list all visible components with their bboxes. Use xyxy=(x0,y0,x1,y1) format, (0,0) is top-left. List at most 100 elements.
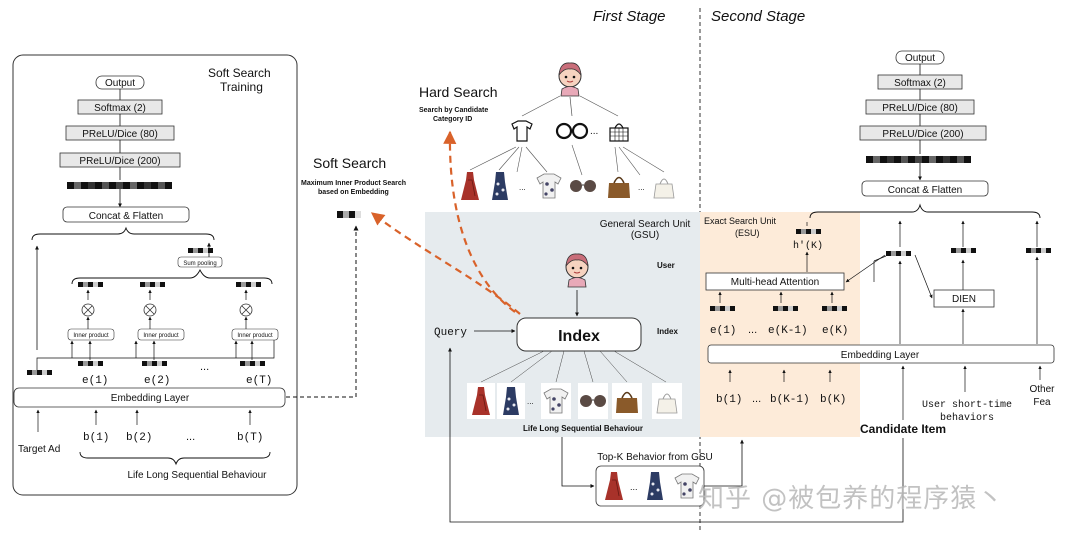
user-short-label-2: behaviors xyxy=(940,412,994,424)
tree-item-sunglasses xyxy=(569,179,597,193)
left-output-label: Output xyxy=(105,78,135,89)
left-eT-label: e(T) xyxy=(246,375,272,387)
esu-eK1-label: e(K-1) xyxy=(768,325,808,337)
left-prelu200-label: PReLU/Dice (200) xyxy=(79,156,160,167)
right-embedding-layer xyxy=(707,344,1055,364)
left-e1-label: e(1) xyxy=(82,375,108,387)
other-fea-label-1: Other xyxy=(1029,384,1055,395)
candidate-item-label: Candidate Item xyxy=(860,422,946,436)
category-dots: ... xyxy=(590,126,598,137)
esu-title-2: (ESU) xyxy=(735,228,760,238)
esu-bK1-label: b(K-1) xyxy=(770,394,810,406)
first-stage-label: First Stage xyxy=(593,8,666,25)
left-embedding-layer xyxy=(13,387,286,408)
right-output-label: Output xyxy=(905,53,935,64)
gsu-behaviour-label: Life Long Sequential Behaviour xyxy=(523,424,643,433)
hard-search-desc-1: Search by Candidate xyxy=(419,107,488,114)
tree-item-dress xyxy=(460,171,480,201)
tree-item-white-bag xyxy=(653,178,675,199)
topk-title: Top-K Behavior from GSU xyxy=(597,452,713,463)
esu-e-dots: ... xyxy=(748,324,757,336)
left-embedding-layer-label: Embedding Layer xyxy=(111,393,190,404)
right-hidden-vector xyxy=(866,156,971,163)
topk-to-esu-arrow xyxy=(704,439,744,487)
left-softmax-label: Softmax (2) xyxy=(94,103,146,114)
tree-item-shirt xyxy=(536,173,562,199)
tree-dots-2: ... xyxy=(638,183,645,192)
sum-pooling-box xyxy=(177,256,223,268)
candidate-embedding xyxy=(886,251,911,256)
soft-search-title: Soft Search xyxy=(313,155,386,171)
hard-search-arrow xyxy=(443,130,516,313)
left-concat-box xyxy=(62,206,190,223)
left-behaviour-label: Life Long Sequential Behaviour xyxy=(128,470,268,481)
left-e2-label: e(2) xyxy=(144,375,170,387)
second-stage-label: Second Stage xyxy=(711,8,805,25)
inner-product-branch-2: Inner product xyxy=(137,282,185,366)
left-prelu80-label: PReLU/Dice (80) xyxy=(82,129,158,140)
dien-box xyxy=(933,289,995,308)
sum-pooling-label: Sum pooling xyxy=(183,261,216,267)
candidate-feedback-arrow xyxy=(448,347,904,523)
right-prelu80-label: PReLU/Dice (80) xyxy=(882,103,958,114)
inner-product-label-2: Inner product xyxy=(143,333,179,339)
soft-search-vector xyxy=(337,211,361,218)
soft-search-dashed-link xyxy=(286,225,359,398)
inner-product-branch-1: Inner product xyxy=(67,282,115,366)
esu-e1-vector xyxy=(710,306,735,311)
left-bT-label: b(T) xyxy=(237,432,263,444)
esu-eK1-vector xyxy=(773,306,798,311)
gsu-to-topk-arrow xyxy=(561,437,595,488)
left-e-dots: ... xyxy=(200,361,209,373)
tree-item-brown-bag xyxy=(607,176,631,199)
esu-bK-label: b(K) xyxy=(820,394,846,406)
query-label: Query xyxy=(434,327,467,339)
tree-item-floral-dress xyxy=(492,172,508,200)
sum-pooling-brace xyxy=(71,268,273,285)
glasses-category-icon xyxy=(555,122,589,140)
hard-search-desc-2: Category ID xyxy=(433,116,472,123)
gsu-index-label: Index xyxy=(657,327,678,336)
sum-pooling-vector xyxy=(188,248,213,253)
hard-search-user-icon xyxy=(558,62,582,97)
shirt-category-icon xyxy=(511,120,533,142)
gsu-title-2: (GSU) xyxy=(631,230,659,241)
dien-output-vector xyxy=(951,248,976,253)
gsu-user-icon xyxy=(565,253,589,288)
watermark: 知乎 @被包养的程序猿丶 xyxy=(698,484,1005,514)
gsu-title-1: General Search Unit xyxy=(600,219,691,230)
soft-search-desc-1: Maximum Inner Product Search xyxy=(301,180,406,187)
target-ad-label: Target Ad xyxy=(18,444,60,455)
soft-search-training-panel xyxy=(12,54,298,496)
soft-search-training-subtitle: Training xyxy=(220,80,263,94)
right-concat-box xyxy=(861,180,989,197)
right-embedding-layer-label: Embedding Layer xyxy=(841,350,920,361)
soft-search-arrow xyxy=(370,212,521,315)
left-b2-label: b(2) xyxy=(126,432,152,444)
bag-category-icon xyxy=(609,123,629,142)
user-short-label-1: User short-time xyxy=(922,399,1012,411)
esu-b-dots: ... xyxy=(752,393,761,405)
left-concat-label: Concat & Flatten xyxy=(89,211,163,222)
right-prelu200-box xyxy=(859,125,987,141)
esu-eK-vector xyxy=(822,306,847,311)
soft-search-training-title: Soft Search xyxy=(208,66,271,80)
right-prelu200-label: PReLU/Dice (200) xyxy=(882,129,963,140)
left-hidden-vector xyxy=(67,182,172,189)
left-concat-brace xyxy=(31,226,215,241)
left-b-dots: ... xyxy=(186,431,195,443)
esu-hk-label: h'(K) xyxy=(793,240,823,252)
index-box xyxy=(516,317,642,352)
left-b1-label: b(1) xyxy=(83,432,109,444)
esu-title-1: Exact Search Unit xyxy=(704,216,777,226)
index-box-label: Index xyxy=(558,328,600,345)
target-ad-embedding xyxy=(27,370,52,375)
hard-search-title: Hard Search xyxy=(419,84,498,100)
right-softmax-label: Softmax (2) xyxy=(894,78,946,89)
tree-dots-1: ... xyxy=(519,183,526,192)
inner-product-branch-3: Inner product xyxy=(231,282,279,366)
multihead-attention-box xyxy=(705,272,845,291)
esu-eK-label: e(K) xyxy=(822,325,848,337)
gsu-user-label: User xyxy=(657,261,675,270)
other-fea-embedding xyxy=(1026,248,1051,253)
